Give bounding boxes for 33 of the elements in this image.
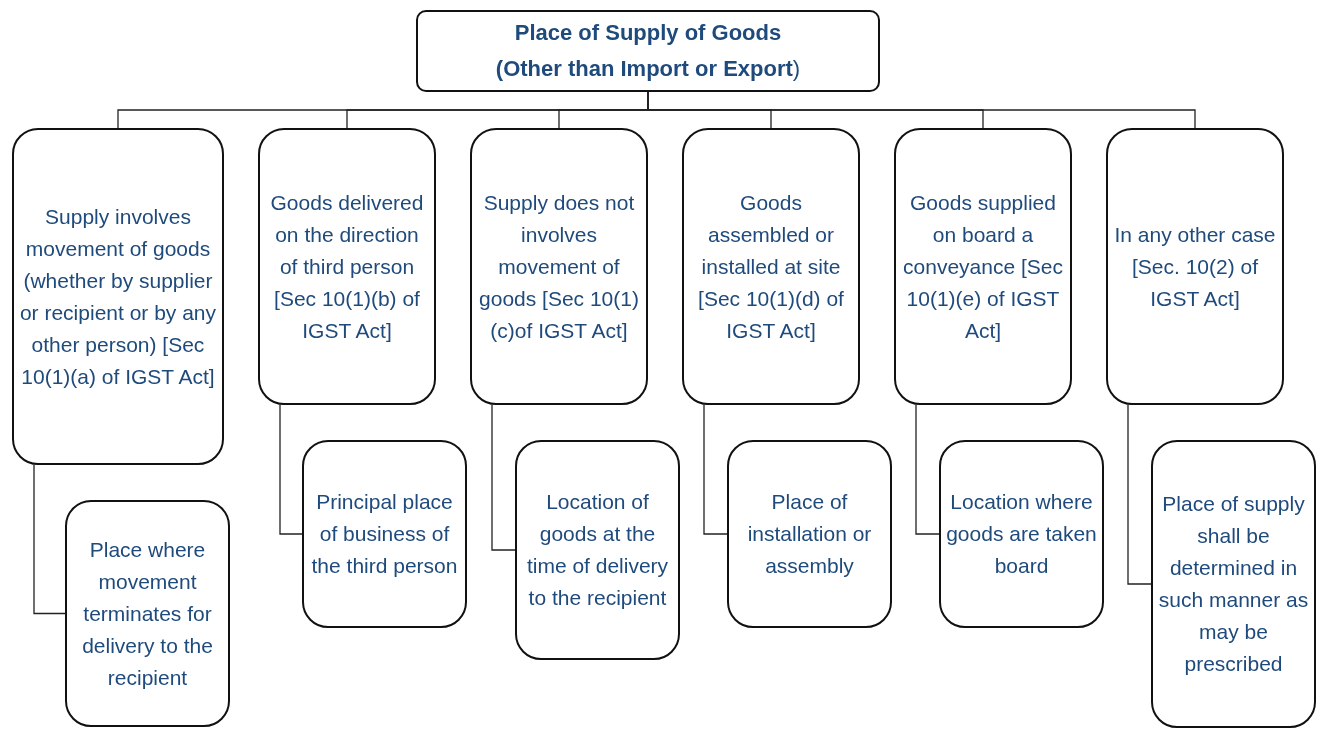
rounded-box [682,128,860,405]
node-text: Place of installation or assembly [746,489,873,579]
rounded-box [515,440,680,660]
node-text: Place where movement terminates for delivery to the recipient [81,536,214,691]
title-text: (Other than Import or Export) [495,55,801,83]
connector-line [915,404,940,535]
rounded-box [1151,440,1316,728]
node-text: Goods delivered on the direction of third person [Sec 10(1)(b) of IGST Act] [269,189,425,344]
node-text: Location where goods are taken board [945,489,1098,579]
node-text: Location of goods at the time of delivery to the recipient [525,489,670,611]
rounded-box [258,128,436,405]
connector-line [1127,404,1152,585]
node-text: Goods assembled or installed at site [Sec 10(1)(d) of IGST Act] [697,189,845,344]
rounded-box [302,440,467,628]
node-text: Place of supply shall be determined in such manner as may be prescribed [1157,491,1310,677]
rounded-box [470,128,648,405]
rounded-box [894,128,1072,405]
rounded-box [1106,128,1284,405]
node-text: Supply involves movement of goods (whether by supplier or recipient or by any other person) [Sec 10(1)(a) of IGST Act] [18,203,218,390]
title-box [416,10,880,92]
rounded-box [65,500,230,727]
rounded-box [939,440,1104,628]
node-text: Supply does not involves movement of goods [Sec 10(1)(c)of IGST Act] [478,189,640,344]
node-text: Goods supplied on board a conveyance [Sec 10(1)(e) of IGST Act] [902,189,1064,344]
node-text: Principal place of business of the third person [310,489,459,579]
connector-line [33,464,66,615]
title-text: Place of Supply of Goods [514,19,782,47]
connector-line [491,404,516,551]
connector-line [279,404,303,535]
connector-line [703,404,728,535]
node-text: In any other case [Sec. 10(2) of IGST Act] [1113,221,1277,312]
rounded-box [12,128,224,465]
rounded-box [727,440,892,628]
